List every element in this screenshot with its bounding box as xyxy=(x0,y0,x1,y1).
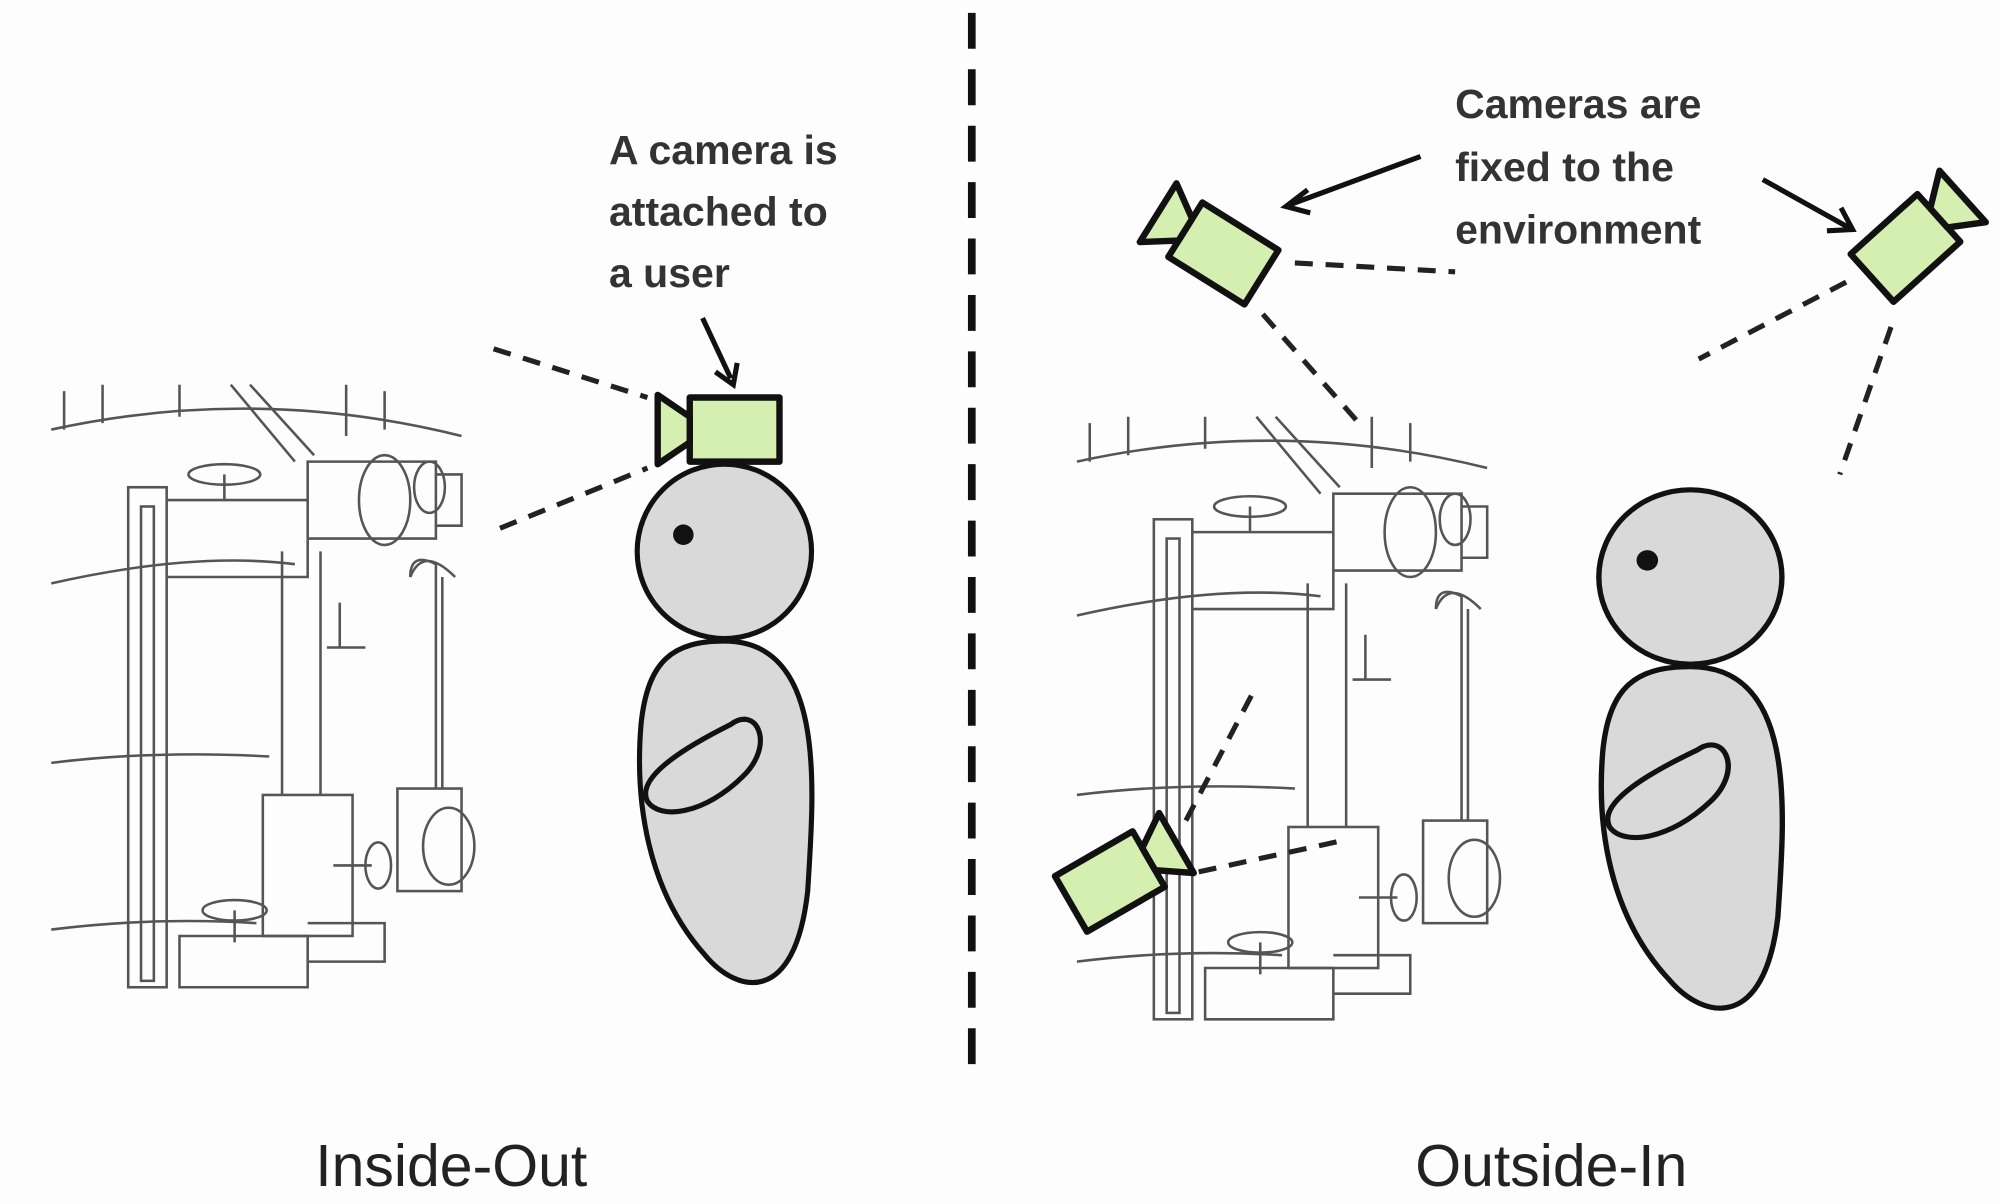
left-panel: A camera is attached to a user Inside-Ou… xyxy=(49,127,849,1199)
arrow-icon xyxy=(1280,154,1422,216)
arrow-icon xyxy=(700,316,740,390)
right-panel: Cameras are fixed to the environment Out… xyxy=(1054,81,1986,1199)
outside-in-title: Outside-In xyxy=(1415,1134,1687,1199)
machinery-illustration xyxy=(49,383,476,989)
user-camera-icon xyxy=(658,395,780,464)
view-lines xyxy=(492,346,649,531)
right-annotation: Cameras are fixed to the environment xyxy=(1455,81,1713,253)
view-lines xyxy=(1183,260,1894,875)
machinery-illustration xyxy=(1075,415,1502,1021)
fixed-camera-icon xyxy=(1849,171,1986,304)
inside-out-title: Inside-Out xyxy=(315,1134,587,1199)
left-annotation: A camera is attached to a user xyxy=(609,127,849,296)
person-figure xyxy=(637,464,812,982)
arrow-icon xyxy=(1761,177,1857,234)
fixed-camera-icon xyxy=(1054,813,1194,934)
fixed-camera-icon xyxy=(1140,183,1280,306)
person-figure xyxy=(1599,490,1782,1008)
